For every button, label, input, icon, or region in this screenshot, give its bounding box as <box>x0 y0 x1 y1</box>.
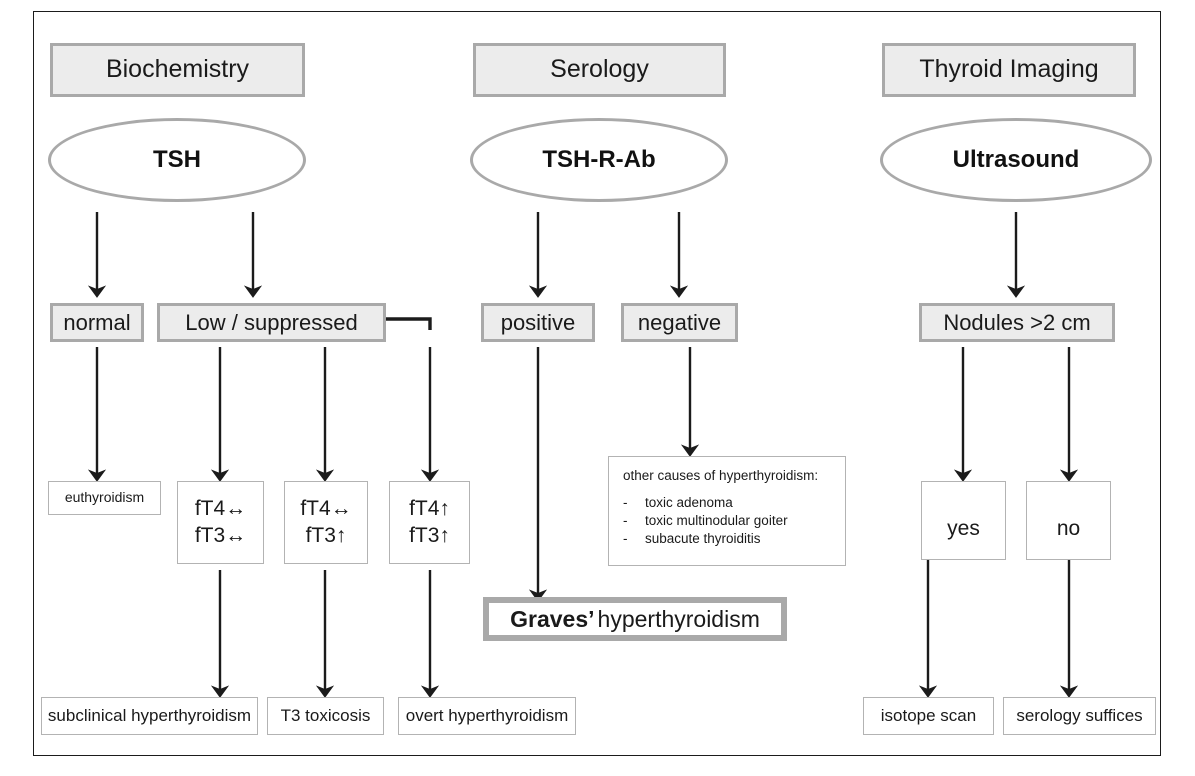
result-positive: positive <box>481 303 595 342</box>
hormone-panel-3-line1: fT4↑ <box>409 497 450 521</box>
diagnosis-overt-hyperthyroidism: overt hyperthyroidism <box>398 697 576 735</box>
test-node-ultrasound: Ultrasound <box>880 118 1152 202</box>
other-causes-item: - subacute thyroiditis <box>623 531 831 546</box>
diagnosis-t3-toxicosis: T3 toxicosis <box>267 697 384 735</box>
other-causes-note: other causes of hyperthyroidism: - toxic… <box>608 456 846 566</box>
column-header-serology: Serology <box>473 43 726 97</box>
column-header-thyroid-imaging: Thyroid Imaging <box>882 43 1136 97</box>
hormone-panel-3-line2: fT3↑ <box>409 523 450 547</box>
outcome-euthyroidism: euthyroidism <box>48 481 161 515</box>
other-causes-list: - toxic adenoma - toxic multinodular goi… <box>623 495 831 546</box>
other-causes-item-label: toxic multinodular goiter <box>645 513 788 528</box>
dash-bullet: - <box>623 513 628 528</box>
column-header-biochemistry: Biochemistry <box>50 43 305 97</box>
graves-rest-label: hyperthyroidism <box>597 605 760 632</box>
test-node-tsh: TSH <box>48 118 306 202</box>
hormone-panel-2-line2: fT3↑ <box>305 523 347 547</box>
answer-yes: yes <box>921 481 1006 560</box>
answer-no: no <box>1026 481 1111 560</box>
action-isotope-scan: isotope scan <box>863 697 994 735</box>
hormone-panel-2-line1: fT4↔ <box>300 497 352 521</box>
other-causes-title: other causes of hyperthyroidism: <box>623 468 819 483</box>
criterion-nodules-over-2cm: Nodules >2 cm <box>919 303 1115 342</box>
other-causes-item: - toxic multinodular goiter <box>623 513 831 528</box>
other-causes-item: - toxic adenoma <box>623 495 831 510</box>
test-node-tsh-r-ab: TSH-R-Ab <box>470 118 728 202</box>
other-causes-item-label: toxic adenoma <box>645 495 733 510</box>
hormone-panel-1: fT4↔ fT3↔ <box>177 481 264 564</box>
hormone-panel-1-line2: fT3↔ <box>194 523 247 547</box>
outcome-graves-hyperthyroidism: Graves’ hyperthyroidism <box>483 597 787 641</box>
hormone-panel-3: fT4↑ fT3↑ <box>389 481 470 564</box>
diagnosis-subclinical-hyperthyroidism: subclinical hyperthyroidism <box>41 697 258 735</box>
result-normal: normal <box>50 303 144 342</box>
dash-bullet: - <box>623 495 628 510</box>
result-low-suppressed: Low / suppressed <box>157 303 386 342</box>
other-causes-item-label: subacute thyroiditis <box>645 531 761 546</box>
action-serology-suffices: serology suffices <box>1003 697 1156 735</box>
result-negative: negative <box>621 303 738 342</box>
graves-strong-label: Graves’ <box>510 605 595 632</box>
hormone-panel-2: fT4↔ fT3↑ <box>284 481 368 564</box>
dash-bullet: - <box>623 531 628 546</box>
hormone-panel-1-line1: fT4↔ <box>194 497 247 521</box>
